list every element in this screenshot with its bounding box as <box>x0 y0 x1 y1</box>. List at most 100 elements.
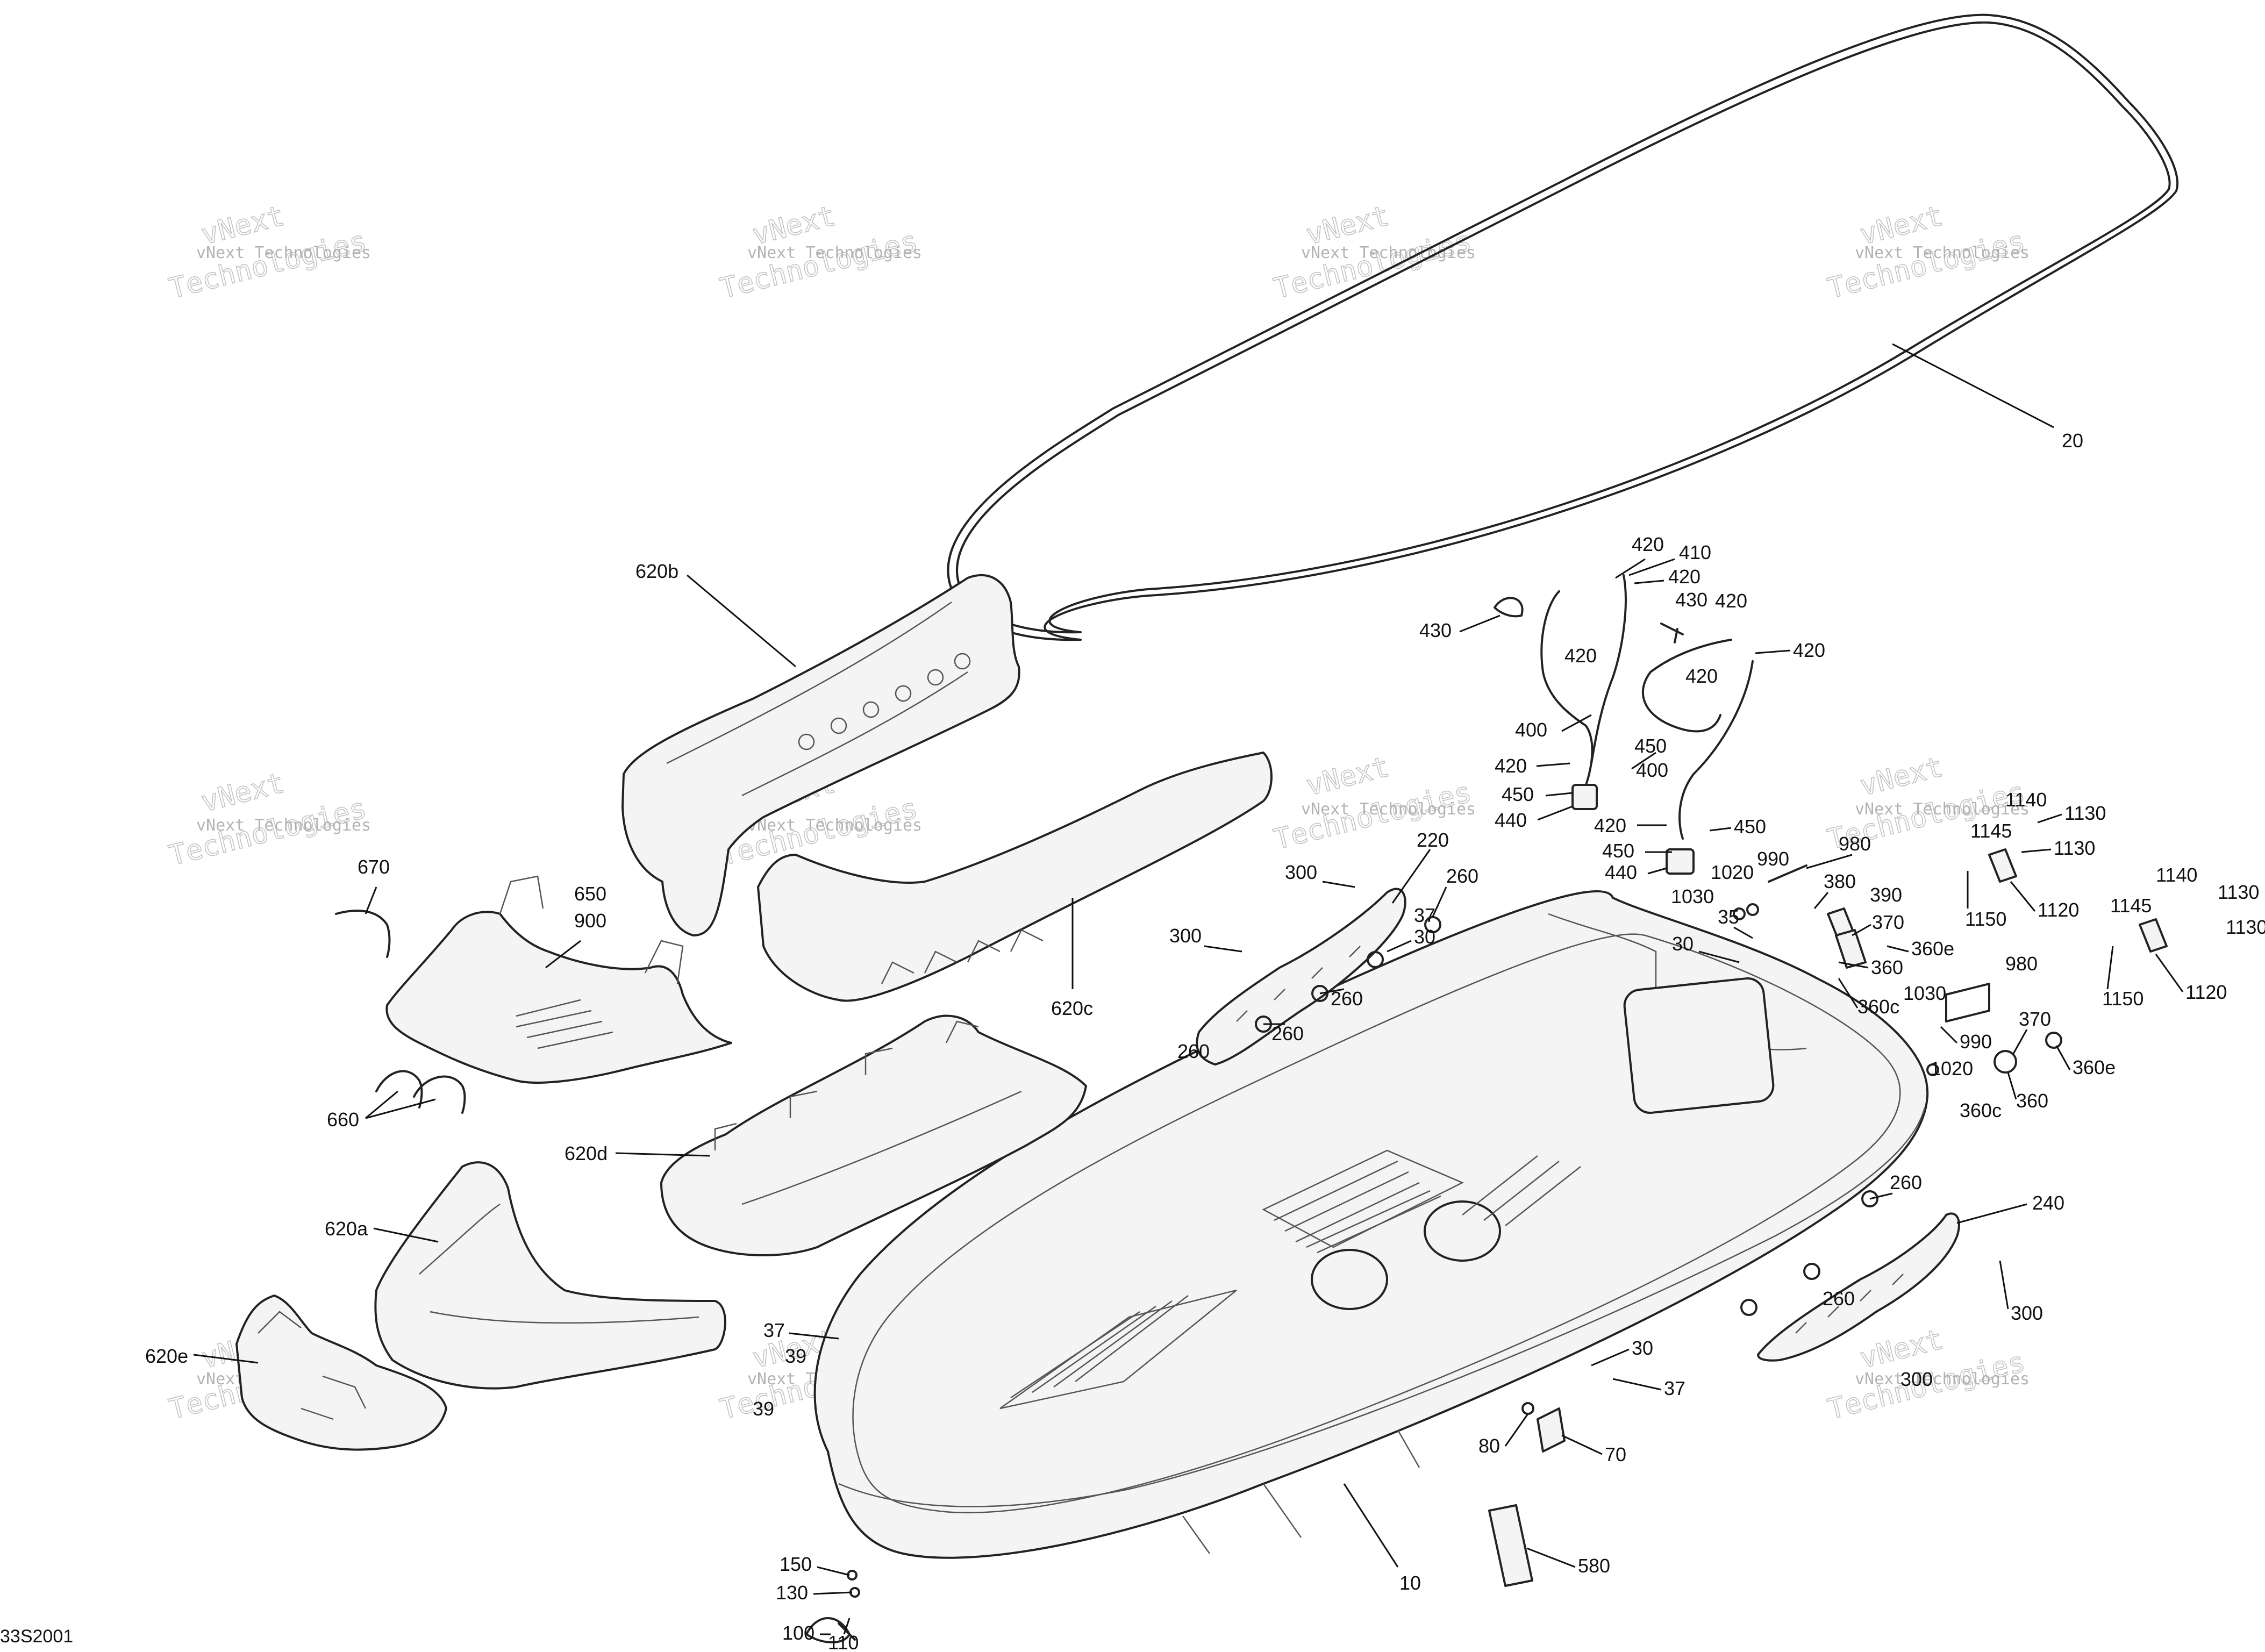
svg-text:620e: 620e <box>145 1345 188 1367</box>
svg-text:260: 260 <box>1823 1288 1855 1310</box>
callout-620e: 620e <box>145 1345 259 1367</box>
svg-text:37: 37 <box>1664 1377 1685 1399</box>
svg-text:1030: 1030 <box>1903 982 1946 1004</box>
part-rail-220 <box>1196 888 1441 1065</box>
svg-text:vNext Technologies: vNext Technologies <box>1855 1370 2030 1389</box>
svg-text:1130: 1130 <box>2218 881 2259 903</box>
svg-text:vNext Technologies: vNext Technologies <box>196 816 371 835</box>
svg-text:440: 440 <box>1605 861 1637 883</box>
svg-text:1145: 1145 <box>1970 820 2012 842</box>
svg-text:300: 300 <box>1169 925 1202 947</box>
svg-text:1150: 1150 <box>2102 988 2143 1010</box>
svg-text:370: 370 <box>1872 911 1904 933</box>
callout-620a: 620a <box>325 1218 439 1243</box>
svg-text:450: 450 <box>1734 816 1766 838</box>
part-footrest-650 <box>385 875 732 1084</box>
svg-text:1120: 1120 <box>2185 981 2227 1003</box>
part-clips-660 <box>375 1070 466 1114</box>
svg-text:410: 410 <box>1679 541 1711 563</box>
svg-text:620d: 620d <box>565 1142 608 1164</box>
svg-text:990: 990 <box>1960 1031 1992 1053</box>
svg-text:420: 420 <box>1685 665 1718 687</box>
svg-text:100: 100 <box>782 1622 814 1644</box>
part-hose-assembly <box>1494 574 1754 875</box>
svg-text:vNext Technologies: vNext Technologies <box>747 244 922 262</box>
svg-text:130: 130 <box>776 1582 808 1604</box>
watermark: vNext vNext Technologies Technologies <box>717 199 922 306</box>
svg-text:300: 300 <box>1900 1368 1933 1390</box>
callout-650: 650 900 <box>545 883 606 969</box>
svg-text:620c: 620c <box>1051 997 1093 1019</box>
svg-text:360e: 360e <box>2073 1056 2116 1078</box>
part-rail-240 <box>1740 1190 1960 1362</box>
svg-text:Technologies: Technologies <box>717 225 921 305</box>
svg-text:1150: 1150 <box>1965 908 2006 930</box>
svg-text:260: 260 <box>1271 1022 1304 1045</box>
svg-text:vNext Technologies: vNext Technologies <box>1301 800 1476 819</box>
svg-text:1140: 1140 <box>2005 789 2047 811</box>
svg-text:300: 300 <box>1285 861 1317 883</box>
callout-group-far-right: 1140 1130 1145 1130 1150 1120 1140 1130 … <box>1965 789 2265 1010</box>
svg-text:380: 380 <box>1824 870 1856 892</box>
svg-text:1120: 1120 <box>2038 899 2079 921</box>
part-bracket-70-80 <box>1521 1402 1566 1453</box>
svg-text:580: 580 <box>1578 1555 1610 1577</box>
part-panel-620c <box>757 752 1273 1002</box>
callout-620d: 620d <box>565 1142 710 1164</box>
svg-text:30: 30 <box>1632 1337 1653 1359</box>
svg-text:980: 980 <box>2005 953 2038 975</box>
callout-620c: 620c <box>1051 898 1093 1019</box>
svg-text:300: 300 <box>2011 1302 2043 1324</box>
watermark: vNext vNext Technologies Technologies <box>166 199 371 306</box>
callout-670: 670 <box>358 856 390 914</box>
part-hull-10 <box>813 890 1929 1559</box>
svg-text:vNext: vNext <box>1303 751 1392 803</box>
watermark: vNext vNext Technologies Technologies <box>1824 1323 2030 1427</box>
svg-text:980: 980 <box>1839 833 1871 855</box>
watermark: vNext vNext Technologies Technologies <box>1270 199 1476 306</box>
svg-text:360c: 360c <box>1857 996 1899 1018</box>
svg-text:110: 110 <box>828 1632 859 1652</box>
svg-text:vNext Technologies: vNext Technologies <box>1855 244 2030 262</box>
svg-text:420: 420 <box>1564 645 1597 667</box>
svg-text:370: 370 <box>2019 1008 2051 1030</box>
svg-text:420: 420 <box>1793 639 1825 661</box>
svg-text:420: 420 <box>1632 533 1664 555</box>
svg-text:1140: 1140 <box>2156 864 2197 886</box>
svg-text:1130: 1130 <box>2226 916 2265 938</box>
svg-text:Technologies: Technologies <box>1271 225 1475 305</box>
svg-text:660: 660 <box>327 1109 359 1131</box>
svg-text:Technologies: Technologies <box>1825 225 2028 305</box>
svg-text:1020: 1020 <box>1711 861 1754 883</box>
svg-text:70: 70 <box>1605 1443 1626 1465</box>
svg-text:1130: 1130 <box>2064 802 2106 824</box>
svg-text:37: 37 <box>1414 904 1435 926</box>
part-panel-620b <box>621 574 1020 936</box>
svg-text:360: 360 <box>2016 1090 2048 1112</box>
svg-text:430: 430 <box>1419 619 1452 641</box>
svg-text:30: 30 <box>1672 933 1694 955</box>
svg-text:220: 220 <box>1417 829 1449 851</box>
part-deck-seal-20 <box>947 13 2179 641</box>
part-hardware-right <box>1733 848 2168 1076</box>
svg-text:420: 420 <box>1715 590 1747 612</box>
svg-text:900: 900 <box>574 910 606 932</box>
callout-group-front-left: 37 39 39 30 37 <box>753 1319 1685 1420</box>
svg-text:Technologies: Technologies <box>166 225 370 305</box>
callout-group-rail-220: 300 300 220 260 37 30 260 260 260 <box>1169 829 1478 1062</box>
callout-10: 10 <box>1343 1483 1421 1594</box>
svg-text:20: 20 <box>2062 430 2083 452</box>
svg-text:360c: 360c <box>1960 1099 2002 1121</box>
svg-text:80: 80 <box>1478 1435 1500 1457</box>
svg-text:1145: 1145 <box>2110 895 2152 917</box>
svg-text:620b: 620b <box>635 560 678 582</box>
part-panel-620a <box>374 1161 726 1390</box>
svg-text:vNext Technologies: vNext Technologies <box>1301 244 1476 262</box>
svg-text:400: 400 <box>1515 719 1547 741</box>
svg-text:260: 260 <box>1446 865 1478 887</box>
svg-text:450: 450 <box>1602 840 1634 862</box>
svg-text:vNext: vNext <box>198 767 288 819</box>
watermark: vNext vNext Technologies Technologies <box>1824 199 2030 306</box>
svg-text:420: 420 <box>1594 814 1626 836</box>
svg-text:450: 450 <box>1634 735 1667 757</box>
